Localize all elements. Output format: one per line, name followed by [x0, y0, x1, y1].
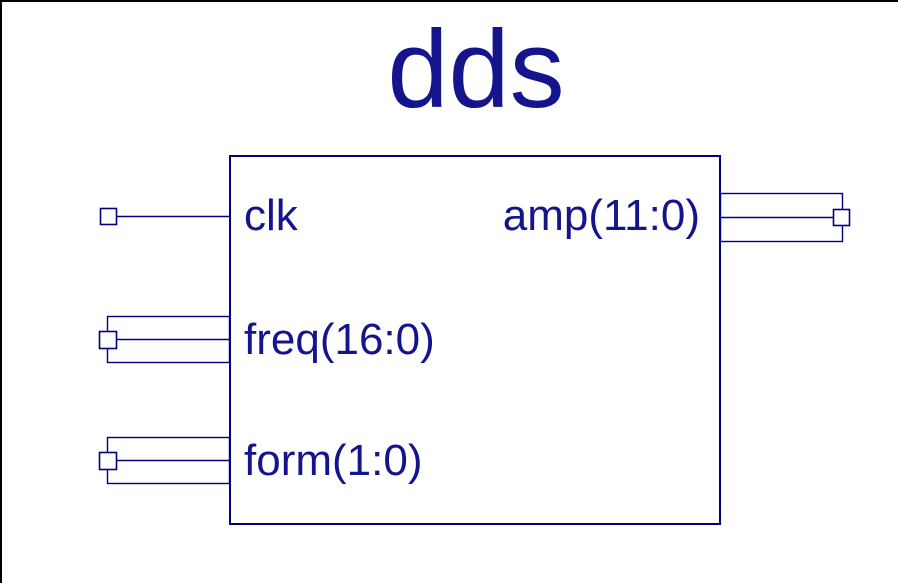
freq-connector[interactable] [98, 330, 118, 350]
form-label: form(1:0) [244, 436, 422, 485]
block-title: dds [387, 8, 564, 131]
port-form: form(1:0) [98, 436, 422, 485]
amp-connector[interactable] [832, 208, 851, 227]
form-connector[interactable] [98, 451, 118, 471]
port-clk: clk [99, 191, 299, 240]
port-amp: amp(11:0) [503, 191, 851, 243]
amp-label: amp(11:0) [503, 191, 700, 240]
port-freq: freq(16:0) [98, 315, 435, 364]
freq-label: freq(16:0) [244, 315, 435, 364]
clk-connector[interactable] [99, 207, 118, 226]
clk-label: clk [244, 191, 299, 240]
